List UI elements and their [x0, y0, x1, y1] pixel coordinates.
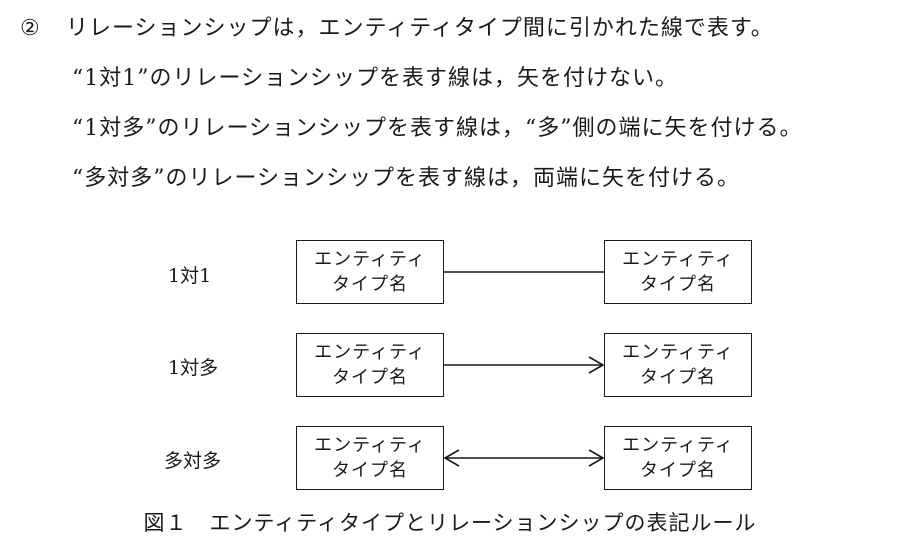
row-label-one-to-many: 1対多	[168, 357, 219, 379]
figure-caption: 図１ エンティティタイプとリレーションシップの表記ルール	[143, 511, 757, 535]
entity-box-text: タイプ名	[640, 460, 716, 481]
row-label-one-to-one: 1対1	[168, 265, 212, 287]
entity-box-left-3: エンティティ タイプ名	[296, 426, 444, 490]
row-label-many-to-many: 多対多	[164, 450, 222, 472]
entity-box-right-3: エンティティ タイプ名	[604, 426, 752, 490]
entity-box-text: タイプ名	[332, 460, 408, 481]
rule-line-4: “多対多”のリレーションシップを表す線は，両端に矢を付ける。	[72, 166, 741, 191]
entity-box-text: タイプ名	[640, 367, 716, 388]
entity-box-text: タイプ名	[332, 367, 408, 388]
entity-box-right-2: エンティティ タイプ名	[604, 333, 752, 397]
entity-box-text: エンティティ	[314, 342, 426, 363]
entity-box-text: エンティティ	[314, 249, 426, 270]
rule-line-2: “1対1”のリレーションシップを表す線は，矢を付けない。	[72, 66, 679, 91]
entity-box-text: タイプ名	[332, 274, 408, 295]
rule-line-1: リレーションシップは，エンティティタイプ間に引かれた線で表す。	[66, 16, 774, 41]
entity-box-text: タイプ名	[640, 274, 716, 295]
entity-box-text: エンティティ	[622, 249, 734, 270]
entity-box-text: エンティティ	[622, 435, 734, 456]
item-marker: ②	[20, 16, 40, 41]
entity-box-text: エンティティ	[622, 342, 734, 363]
arrowhead-right-icon	[588, 449, 605, 467]
rule-line-3: “1対多”のリレーションシップを表す線は，“多”側の端に矢を付ける。	[72, 116, 803, 141]
entity-box-left-2: エンティティ タイプ名	[296, 333, 444, 397]
entity-box-left-1: エンティティ タイプ名	[296, 240, 444, 304]
arrowhead-left-icon	[443, 449, 460, 467]
entity-box-right-1: エンティティ タイプ名	[604, 240, 752, 304]
entity-box-text: エンティティ	[314, 435, 426, 456]
arrowhead-right-icon	[588, 356, 605, 374]
